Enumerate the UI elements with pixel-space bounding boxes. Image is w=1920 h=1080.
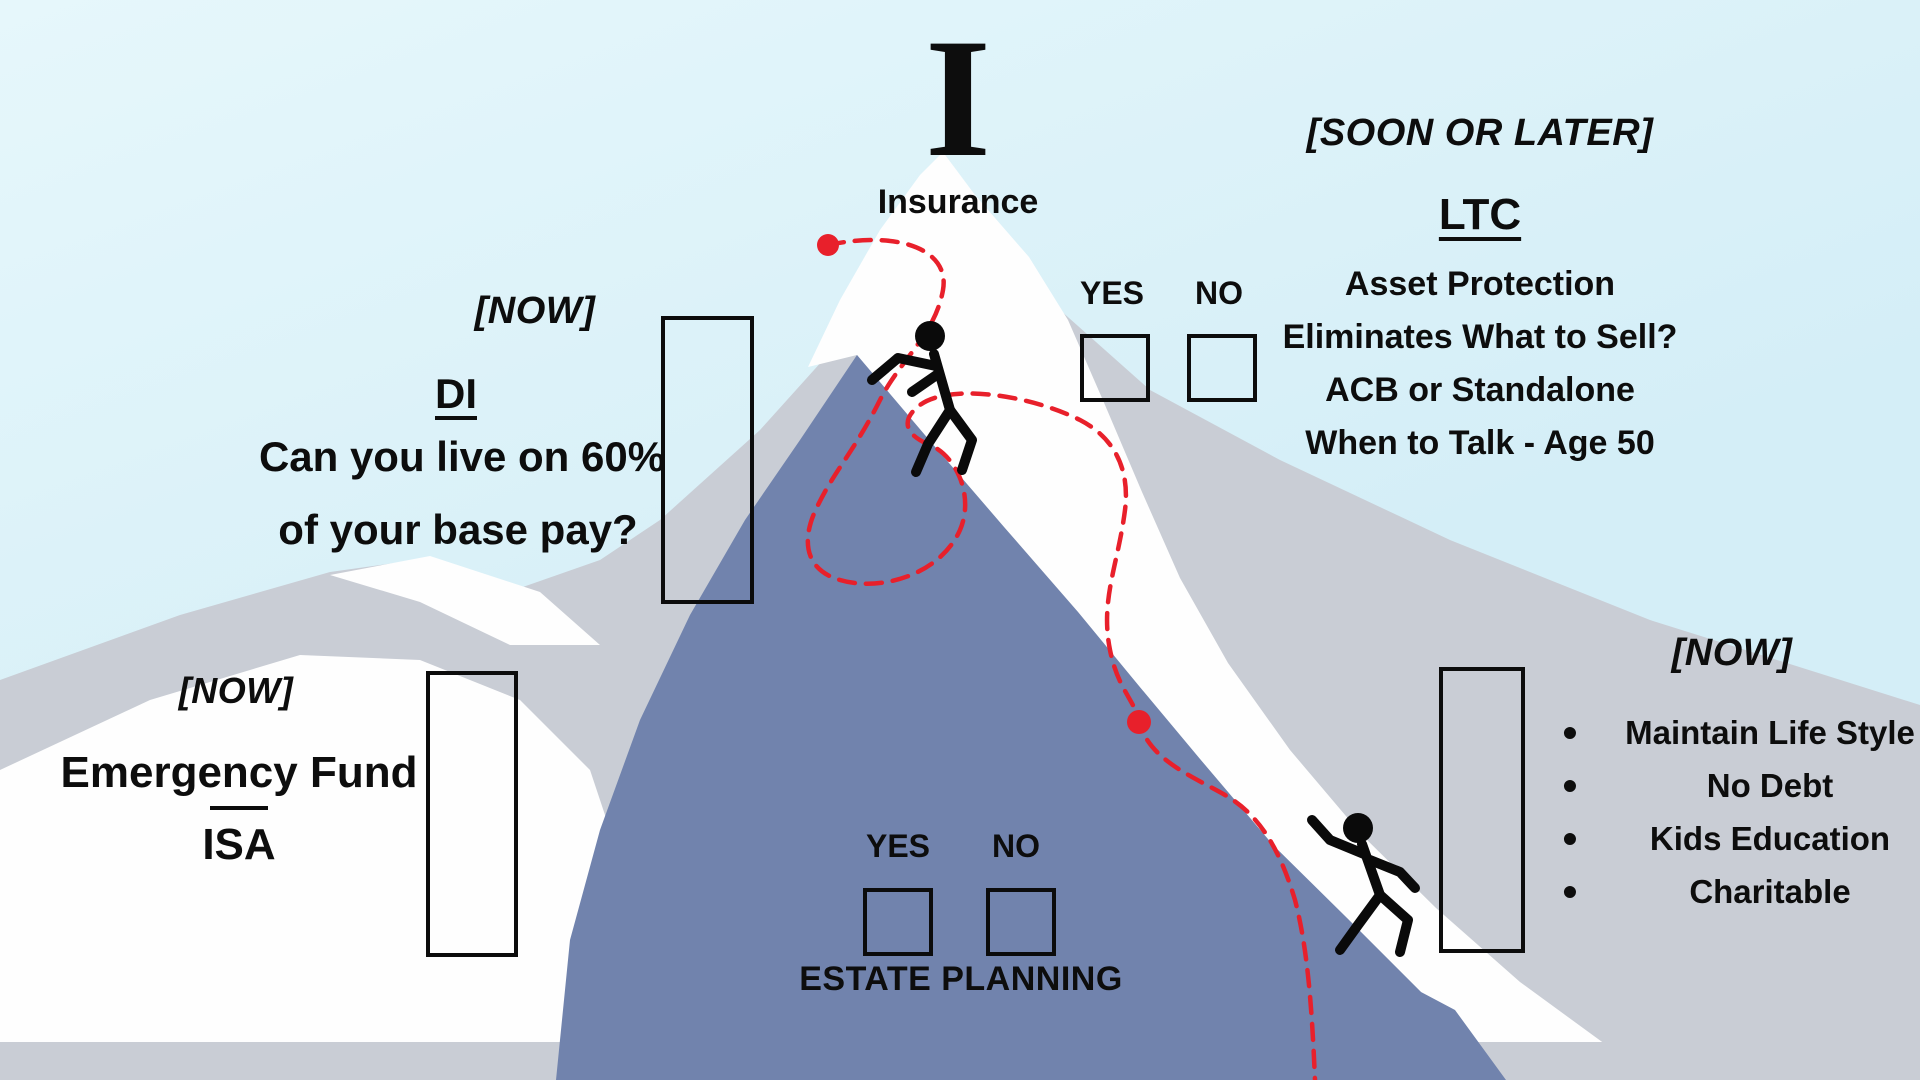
goal-item: • No Debt bbox=[1540, 759, 1920, 812]
goal-item: • Kids Education bbox=[1540, 812, 1920, 865]
summit-snow-cap bbox=[808, 152, 1650, 1080]
ltc-line: Eliminates What to Sell? bbox=[1282, 318, 1678, 357]
di-timing-label: [NOW] bbox=[474, 290, 596, 332]
emergency-answer-box[interactable] bbox=[426, 671, 518, 957]
goal-item: • Maintain Life Style bbox=[1540, 706, 1920, 759]
goal-item-label: Kids Education bbox=[1649, 819, 1891, 857]
estate-yes-checkbox[interactable] bbox=[863, 888, 933, 956]
di-question-line: of your base pay? bbox=[278, 506, 638, 553]
goal-item-label: Charitable bbox=[1689, 872, 1851, 910]
estate-yes-label: YES bbox=[865, 828, 931, 864]
route-path bbox=[805, 237, 1318, 1080]
route-start-dot bbox=[817, 234, 839, 256]
ltc-line: When to Talk - Age 50 bbox=[1305, 424, 1655, 463]
left-snow-field bbox=[0, 655, 630, 1080]
di-question-line: Can you live on 60% bbox=[258, 433, 666, 480]
emergency-fund-underline bbox=[210, 806, 268, 810]
ltc-timing-label: [SOON OR LATER] bbox=[1306, 112, 1654, 154]
emergency-timing-label: [NOW] bbox=[178, 670, 294, 711]
insurance-no-checkbox[interactable] bbox=[1187, 334, 1257, 402]
estate-planning-title: ESTATE PLANNING bbox=[799, 960, 1123, 998]
bullet-icon: • bbox=[1562, 867, 1578, 915]
ltc-line: ACB or Standalone bbox=[1325, 371, 1635, 410]
ltc-line: Asset Protection bbox=[1344, 265, 1616, 303]
goal-item: • Charitable bbox=[1540, 865, 1920, 918]
insurance-yes-checkbox[interactable] bbox=[1080, 334, 1150, 402]
summit-letter: I bbox=[924, 4, 992, 192]
route-mid-dot bbox=[1127, 710, 1151, 734]
insurance-yes-label: YES bbox=[1079, 275, 1145, 311]
insurance-label: Insurance bbox=[877, 183, 1039, 221]
insurance-no-label: NO bbox=[1195, 275, 1243, 311]
climber-figure-summit bbox=[867, 321, 977, 477]
estate-no-label: NO bbox=[992, 828, 1040, 864]
blue-foreground-mountain bbox=[556, 355, 1506, 1080]
bullet-icon: • bbox=[1562, 761, 1578, 809]
bullet-icon: • bbox=[1562, 708, 1578, 756]
bullet-icon: • bbox=[1562, 814, 1578, 862]
estate-no-checkbox[interactable] bbox=[986, 888, 1056, 956]
left-ridge-snow-patch bbox=[330, 556, 600, 645]
di-title: DI bbox=[435, 370, 477, 417]
climber-figure-descending bbox=[1307, 813, 1420, 957]
goal-item-label: Maintain Life Style bbox=[1625, 713, 1915, 751]
emergency-fund-title: Emergency Fund bbox=[60, 748, 418, 797]
di-answer-box[interactable] bbox=[661, 316, 754, 604]
goals-timing-label: [NOW] bbox=[1671, 632, 1793, 674]
isa-label: ISA bbox=[202, 820, 276, 869]
ltc-title: LTC bbox=[1438, 190, 1522, 239]
goal-item-label: No Debt bbox=[1706, 766, 1834, 804]
goals-answer-box[interactable] bbox=[1439, 667, 1525, 953]
